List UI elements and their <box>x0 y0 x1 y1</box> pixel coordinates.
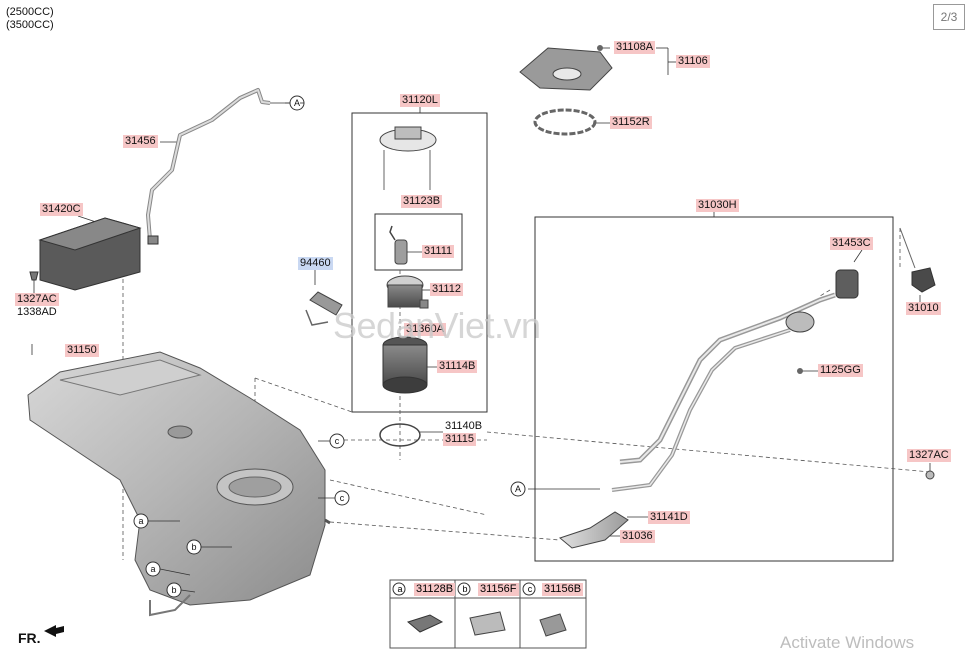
part-label-31360A[interactable]: 31360A <box>404 323 446 336</box>
part-label-31108A[interactable]: 31108A <box>614 41 656 54</box>
engine-variant-3500: (3500CC) <box>6 19 54 31</box>
part-label-31036[interactable]: 31036 <box>620 530 655 543</box>
callout-c-1-text: c <box>335 436 340 446</box>
legend-callout-c <box>522 582 536 596</box>
part-label-1327AC-left[interactable]: 1327AC <box>15 293 59 306</box>
fuel-cap <box>899 227 936 293</box>
part-label-31112[interactable]: 31112 <box>430 283 463 296</box>
bolt <box>797 368 803 374</box>
grommet <box>925 470 935 480</box>
seal-ring <box>379 423 421 447</box>
legend-callout-b <box>457 582 471 596</box>
charcoal-canister <box>38 217 159 291</box>
part-label-31010[interactable]: 31010 <box>906 302 941 315</box>
bolt <box>29 271 39 281</box>
legend-part-31156F[interactable]: 31156F <box>478 583 519 596</box>
part-label-31420C[interactable]: 31420C <box>40 203 83 216</box>
callout-A-mid-text: A <box>515 484 521 494</box>
fuel-filter <box>386 275 429 309</box>
legend-callout-c-letter: c <box>527 584 533 594</box>
part-label-1327AC-right[interactable]: 1327AC <box>907 449 951 462</box>
part-label-31140B[interactable]: 31140B <box>445 420 483 432</box>
part-label-31123B[interactable]: 31123B <box>401 195 443 208</box>
legend-part-31156B[interactable]: 31156B <box>542 583 584 596</box>
callout-A-top-text: A <box>294 98 300 108</box>
part-label-31111[interactable]: 31111 <box>422 245 455 258</box>
pump-assembly-box <box>351 112 488 413</box>
legend-callout-a <box>392 582 406 596</box>
fuel-sender <box>389 225 408 265</box>
part-label-31106[interactable]: 31106 <box>676 55 710 68</box>
part-label-31114B[interactable]: 31114B <box>437 360 478 373</box>
callout-c-2-text: c <box>340 493 345 503</box>
watermark: SedanViet.vn <box>333 305 541 346</box>
part-label-31120L[interactable]: 31120L <box>400 94 440 107</box>
part-label-31456[interactable]: 31456 <box>123 135 158 148</box>
part-label-31141D[interactable]: 31141D <box>648 511 690 524</box>
engine-variant-2500: (2500CC) <box>6 6 54 18</box>
part-label-31152R[interactable]: 31152R <box>610 116 652 129</box>
part-label-1125GG[interactable]: 1125GG <box>818 364 863 377</box>
part-label-31453C[interactable]: 31453C <box>830 237 873 250</box>
filler-neck-box <box>534 216 894 562</box>
callout-b-1-text: b <box>191 542 196 552</box>
callout-a-1-text: a <box>138 516 143 526</box>
filler-neck-assembly <box>558 269 859 549</box>
legend-callout-b-letter: b <box>462 584 468 594</box>
fuel-tank <box>27 351 331 617</box>
front-direction-arrow <box>44 625 64 637</box>
vapor-hose <box>146 88 271 241</box>
callout-a-2-text: a <box>150 564 155 574</box>
sender-sub-box <box>374 213 463 271</box>
fuel-strainer-reservoir <box>382 336 428 394</box>
legend-part-31128B[interactable]: 31128B <box>414 583 456 596</box>
activate-windows-overlay: Activate Windows <box>780 633 915 652</box>
part-label-31150[interactable]: 31150 <box>65 344 99 357</box>
legend-callout-a-letter: a <box>397 584 403 594</box>
callout-b-2-text: b <box>171 585 176 595</box>
part-label-1338AD[interactable]: 1338AD <box>17 306 57 318</box>
part-label-31030H[interactable]: 31030H <box>696 199 739 212</box>
front-direction-label: FR. <box>18 630 41 646</box>
part-label-31115[interactable]: 31115 <box>443 433 476 446</box>
callout-A-mid <box>510 481 526 497</box>
page-indicator: 2/3 <box>933 4 965 30</box>
gasket-ring <box>533 108 597 136</box>
part-label-94460[interactable]: 94460 <box>298 257 333 270</box>
fuel-pump-flange <box>379 126 437 190</box>
fuel-pump-cover-plate <box>519 45 613 91</box>
pressure-sensor <box>305 291 343 326</box>
